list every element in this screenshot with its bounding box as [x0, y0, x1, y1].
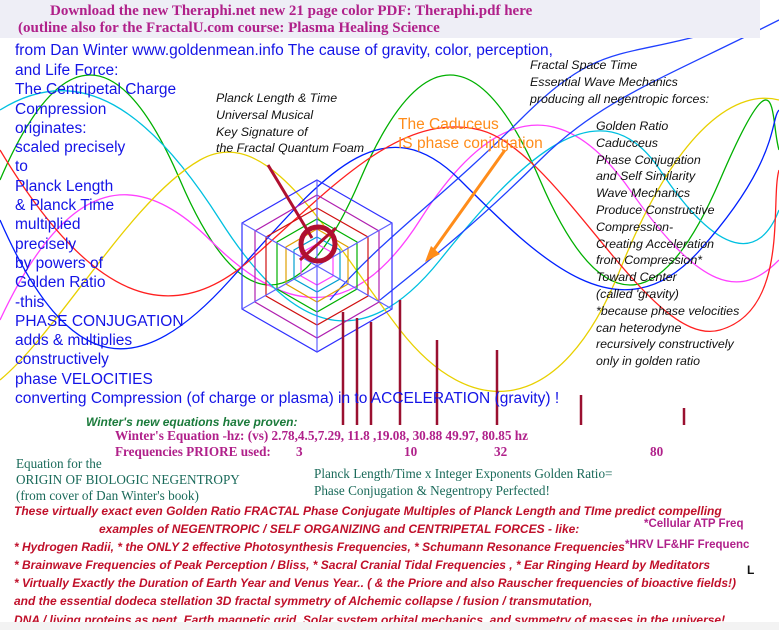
hrv-overlay: *HRV LF&HF Frequenc: [625, 539, 750, 551]
right-line: Toward Center: [596, 270, 677, 285]
left-line: constructively: [15, 351, 109, 369]
download-banner[interactable]: [0, 0, 760, 38]
negentropy-line: ORIGIN OF BIOLOGIC NEGENTROPY: [16, 472, 240, 487]
right-column: Golden Ratio Caducceus Phase Conjugation…: [596, 118, 739, 370]
planck-caption-line: Key Signature of: [216, 124, 308, 139]
red-line: examples of NEGENTROPIC / SELF ORGANIZIN…: [99, 522, 580, 537]
right-line: Compression-: [596, 219, 674, 234]
left-line: scaled precisely: [15, 139, 126, 157]
l-mark: L: [747, 563, 755, 577]
priore-label: Frequencies PRIORE used:: [115, 444, 271, 459]
planck-summary-line: Phase Conjugation & Negentropy Perfected…: [314, 482, 550, 498]
planck-summary: Planck Length/Time x Integer Exponents G…: [314, 466, 613, 499]
equation-line: Winter's Equation -hz: (vs) 2.78,4.5,7.2…: [115, 428, 528, 443]
priore-value: 32: [494, 444, 508, 459]
left-line: by powers of: [15, 254, 103, 272]
right-line: Phase Conjugation: [596, 152, 701, 167]
caduceus-caption-line: IS phase conjugation: [398, 135, 543, 152]
right-line: Caducceus: [596, 135, 658, 150]
left-line: phase VELOCITIES: [15, 370, 153, 388]
banner-line-2[interactable]: (outline also for the FractalU.com cours…: [18, 20, 440, 36]
left-line: precisely: [15, 235, 77, 253]
left-line: PHASE CONJUGATION: [15, 312, 184, 330]
priore-value: 3: [296, 444, 303, 459]
header-line: from Dan Winter www.goldenmean.info The …: [15, 42, 553, 59]
left-line: -this: [15, 293, 45, 311]
negentropy-line: Equation for the: [16, 456, 102, 471]
negentropic-examples: These virtually exact even Golden Ratio …: [14, 502, 736, 629]
left-line: The Centripetal Charge: [15, 81, 177, 99]
right-line: Golden Ratio: [596, 119, 669, 133]
fractal-caption-line: producing all negentropic forces:: [530, 91, 710, 106]
right-line: can heterodyne: [596, 320, 682, 335]
left-line: Golden Ratio: [15, 274, 106, 292]
left-line: converting Compression (of charge or pla…: [15, 390, 560, 408]
right-line: Wave Mechanics: [596, 186, 691, 201]
proven-heading: Winter's new equations have proven:: [86, 415, 298, 429]
banner-line-1[interactable]: Download the new Theraphi.net new 21 pag…: [50, 3, 533, 19]
right-line: from Compression*: [596, 253, 703, 268]
left-line: multiplied: [15, 216, 81, 234]
fractal-caption-line: Fractal Space Time: [530, 58, 638, 72]
fractal-caption: Fractal Space Time Essential Wave Mechan…: [530, 57, 709, 107]
red-line: and the essential dodeca stellation 3D f…: [14, 594, 593, 609]
left-column: and Life Force: The Centripetal Charge C…: [15, 61, 559, 408]
right-line: and Self Similarity: [596, 169, 696, 184]
priore-value: 10: [404, 444, 418, 459]
red-line: These virtually exact even Golden Ratio …: [14, 504, 722, 518]
left-line: to: [15, 158, 28, 176]
red-line: * Virtually Exactly the Duration of Eart…: [14, 576, 736, 591]
atp-overlay: *Cellular ATP Freq: [644, 518, 744, 530]
left-line: originates:: [15, 119, 87, 137]
planck-caption-line: Planck Length & Time: [216, 91, 338, 105]
planck-caption-line: Universal Musical: [216, 107, 314, 122]
caduceus-caption: The Caduceus IS phase conjugation: [398, 115, 543, 153]
bottom-strip: [0, 622, 779, 630]
negentropy-line: (from cover of Dan Winter's book): [16, 488, 199, 503]
right-line: recursively constructively: [596, 337, 734, 352]
negentropy-block: Equation for the ORIGIN OF BIOLOGIC NEGE…: [16, 456, 240, 504]
right-line: only in golden ratio: [596, 354, 701, 369]
left-line: Planck Length: [15, 177, 114, 195]
right-line: Produce Constructive: [596, 202, 715, 217]
fractal-caption-line: Essential Wave Mechanics: [530, 74, 678, 89]
right-line: *because phase velocities: [596, 303, 740, 318]
left-line: and Life Force:: [15, 62, 119, 79]
planck-summary-line: Planck Length/Time x Integer Exponents G…: [314, 466, 613, 481]
red-line: * Brainwave Frequencies of Peak Percepti…: [14, 558, 711, 573]
priore-value: 80: [650, 444, 664, 459]
right-line: Creating Acceleration: [596, 236, 715, 251]
planck-caption-line: the Fractal Quantum Foam: [216, 141, 365, 156]
caduceus-caption-line: The Caduceus: [398, 116, 499, 133]
red-line: * Hydrogen Radii, * the ONLY 2 effective…: [14, 540, 625, 555]
planck-caption: Planck Length & Time Universal Musical K…: [216, 90, 364, 157]
left-line: adds & multiplies: [15, 332, 133, 350]
left-line: Compression: [15, 100, 107, 118]
left-line: & Planck Time: [15, 197, 115, 215]
right-line: (called 'gravity): [596, 286, 679, 301]
